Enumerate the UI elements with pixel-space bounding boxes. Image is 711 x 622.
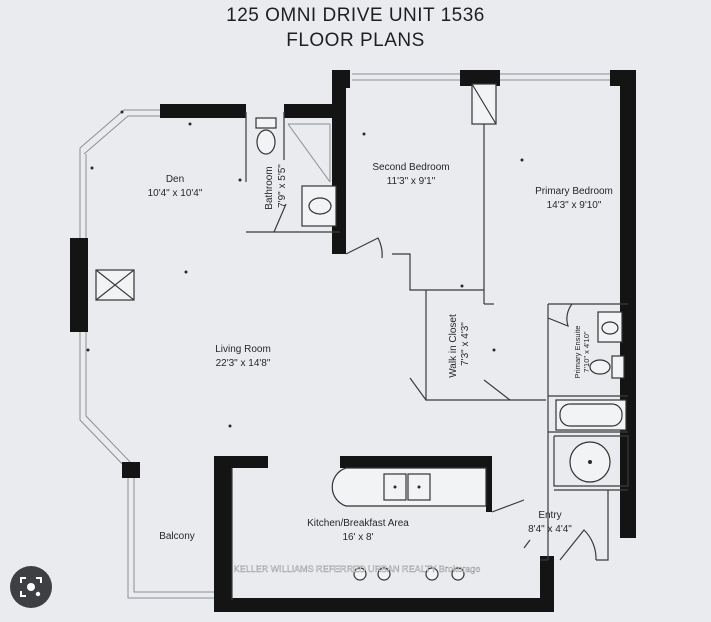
room-size: 7'10" x 4'10": [582, 331, 591, 372]
room-size: 11'3" x 9'1": [387, 176, 436, 187]
kitchen-counter: [331, 467, 487, 581]
room-second-bedroom: Second Bedroom 11'3" x 9'1": [372, 162, 449, 187]
dimension-markers: [86, 110, 524, 428]
room-size: 16' x 8': [342, 532, 373, 543]
fireplace: [95, 269, 135, 301]
bathroom-fixtures: [255, 117, 337, 227]
plan-subtitle: FLOOR PLANS: [286, 30, 425, 51]
room-name: Den: [166, 174, 184, 185]
room-name: Entry: [538, 510, 561, 521]
room-name: Bathroom: [264, 166, 275, 209]
room-name: Walk in Closet: [448, 314, 459, 378]
room-bathroom: Bathroom 7'9" x 5'5": [264, 164, 288, 210]
room-kitchen: Kitchen/Breakfast Area 16' x 8': [307, 518, 409, 543]
closet-box: [471, 83, 497, 125]
room-size: 7'3" x 4'3": [460, 322, 471, 366]
room-size: 10'4" x 10'4": [148, 188, 203, 199]
room-entry: Entry 8'4" x 4'4": [528, 510, 572, 535]
room-name: Kitchen/Breakfast Area: [307, 518, 409, 529]
image-search-button[interactable]: [10, 566, 52, 608]
door-swings: [273, 203, 597, 561]
image-search-icon: [20, 577, 42, 597]
plan-title: 125 OMNI DRIVE UNIT 1536: [226, 5, 485, 26]
room-name: Living Room: [215, 344, 271, 355]
room-name: Primary Ensuite: [573, 326, 582, 379]
ensuite-fixtures: [555, 311, 627, 483]
room-walk-in-closet: Walk in Closet 7'3" x 4'3": [448, 314, 471, 378]
room-size: 22'3" x 14'8": [216, 358, 271, 369]
brokerage-watermark: KELLER WILLIAMS REFERRED URBAN REALTY Br…: [234, 564, 481, 574]
room-name: Balcony: [159, 531, 195, 542]
room-primary-bedroom: Primary Bedroom 14'3" x 9'10": [535, 186, 613, 211]
room-size: 14'3" x 9'10": [547, 200, 602, 211]
room-size: 7'9" x 5'5": [277, 164, 288, 208]
room-size: 8'4" x 4'4": [528, 524, 572, 535]
room-balcony: Balcony: [159, 531, 195, 542]
room-primary-ensuite: Primary Ensuite 7'10" x 4'10": [573, 326, 591, 379]
room-living-room: Living Room 22'3" x 14'8": [215, 344, 271, 369]
room-name: Second Bedroom: [372, 162, 449, 173]
room-den: Den 10'4" x 10'4": [148, 174, 203, 199]
window-lines: [79, 73, 610, 599]
room-name: Primary Bedroom: [535, 186, 613, 197]
